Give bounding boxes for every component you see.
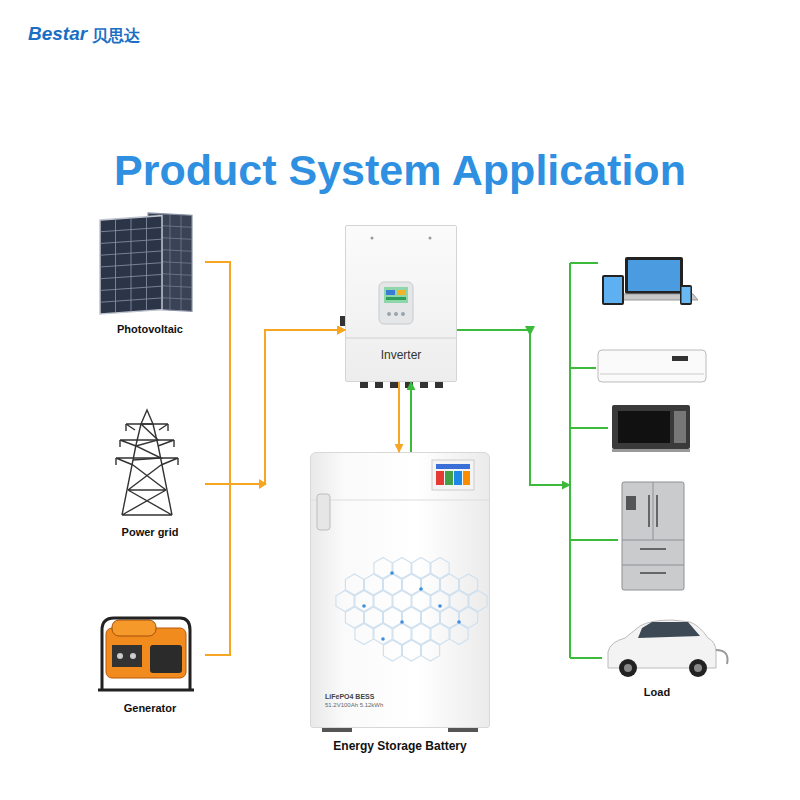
flow-arrow: [205, 330, 345, 655]
node-label: Power grid: [95, 526, 205, 539]
load-group: Load: [570, 250, 730, 700]
source-node: Photovoltaic: [95, 210, 205, 340]
node-label: Load: [584, 686, 730, 699]
diagram-title: Product System Application: [0, 146, 800, 195]
source-node: Power grid: [95, 400, 205, 540]
inverter-box: Inverter: [345, 225, 457, 382]
merge-arrowhead: [259, 479, 267, 489]
power-tower: [116, 410, 178, 515]
flow-arrow: [205, 262, 345, 484]
solar-panel: [100, 216, 162, 314]
bend-arrowhead: [525, 326, 535, 336]
node-label: Energy Storage Battery: [311, 739, 489, 753]
load-bracket: [570, 263, 618, 658]
flow-arrow: [205, 330, 345, 484]
flow-arrow: [457, 330, 570, 485]
battery-box: LiFePO4 BESS51.2V100Ah 5.12kWhEnergy Sto…: [310, 452, 490, 728]
brand-logo: 贝思达: [92, 26, 140, 47]
source-node: Generator: [95, 605, 205, 715]
node-label: LiFePO4 BESS: [325, 693, 489, 701]
brand-logo: Bestar: [28, 23, 87, 45]
solar-panel: [148, 213, 192, 311]
node-label: 51.2V100Ah 5.12kWh: [325, 702, 489, 709]
laptop-tablet: [602, 257, 698, 305]
air-conditioner: [598, 350, 706, 382]
node-label: Inverter: [346, 348, 456, 362]
node-label: Photovoltaic: [95, 323, 205, 336]
flow-arrow: [398, 382, 400, 452]
microwave: [612, 405, 690, 452]
refrigerator: [622, 482, 684, 590]
generator-illustration: [98, 618, 194, 690]
flow-arrow: [410, 382, 412, 452]
battery-details: [311, 460, 489, 732]
electric-car: [608, 620, 728, 677]
inverter-details: [340, 237, 456, 389]
node-label: Generator: [95, 702, 205, 715]
